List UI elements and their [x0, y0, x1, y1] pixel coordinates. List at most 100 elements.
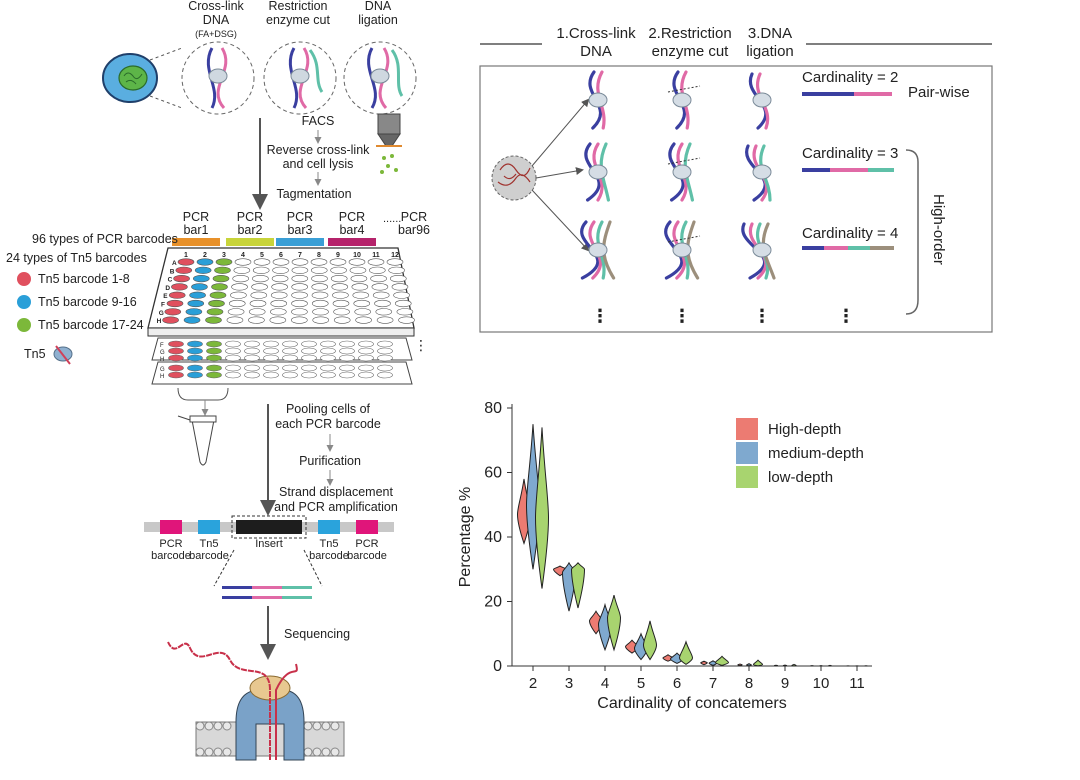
violin-low-depth-10: [827, 664, 833, 667]
step2-label-l2: enzyme cut: [266, 13, 330, 27]
step3-label-l1: DNA: [365, 0, 392, 13]
pairwise-label: Pair-wise: [908, 84, 970, 101]
plate-well: [270, 299, 288, 308]
cut-line: [667, 235, 701, 243]
plate-well: [291, 275, 309, 283]
back-well: [301, 347, 317, 355]
col-label: 11: [372, 252, 380, 259]
plate-well: [291, 283, 309, 291]
purification-label: Purification: [299, 454, 361, 468]
plate-well: [291, 258, 309, 266]
sequencing-label: Sequencing: [284, 627, 350, 641]
lipid-head: [222, 721, 232, 731]
cut-line: [667, 157, 701, 165]
pcr-types-label: 96 types of PCR barcodes: [32, 232, 178, 246]
row-label: G: [159, 310, 164, 317]
header-3-l1: 3.DNA: [748, 25, 792, 42]
step2-label-l1: Restriction: [268, 0, 327, 13]
pcr-bar-header: PCRbar1PCRbar2PCRbar3PCRbar4PCRbar96....…: [172, 210, 430, 246]
row-label: H: [157, 318, 162, 325]
back-well: [244, 371, 260, 379]
pcr-bar-sublabel-3: bar3: [287, 223, 312, 237]
back-well: [320, 347, 336, 355]
col-label: 2: [203, 252, 207, 259]
construct-label-2: Tn5: [200, 538, 219, 550]
cut-line: [667, 85, 701, 93]
header-1-l2: DNA: [580, 43, 612, 60]
pcr-bar-swatch-4: [328, 238, 376, 246]
back-well: [377, 371, 393, 379]
step3-label-l2: ligation: [358, 13, 398, 27]
back-well: [282, 347, 298, 355]
cardinality-3-label: Cardinality = 3: [802, 145, 898, 162]
facs-nozzle-icon: [376, 113, 402, 174]
protein-bead: [588, 242, 608, 258]
plate-well: [330, 266, 347, 274]
violin-medium-depth-8: [746, 663, 752, 667]
plate-well: [353, 299, 371, 308]
violin-low-depth-5: [642, 620, 658, 661]
plate-well: [355, 316, 372, 324]
col-label: 12: [391, 252, 399, 259]
plate-well: [333, 316, 351, 324]
lipid-head: [312, 747, 322, 757]
plate-well: [393, 291, 410, 299]
plate-well: [290, 316, 308, 324]
library-construct: [144, 515, 394, 539]
x-tick-label: 11: [849, 675, 865, 692]
back-well: [168, 364, 184, 372]
violin-High-depth-9: [773, 664, 779, 667]
lipid-head: [312, 721, 322, 731]
back-well: [320, 354, 336, 362]
back-well: [377, 364, 393, 372]
plate-well: [311, 291, 329, 299]
plate-well: [291, 308, 308, 316]
header-2-l2: enzyme cut: [652, 43, 730, 60]
lipid-head: [303, 721, 313, 731]
plate-well: [310, 258, 328, 266]
col-label: 3: [222, 252, 226, 259]
x-tick-label: 9: [781, 675, 789, 692]
back-row-label: H: [160, 374, 164, 380]
back-well: [339, 354, 355, 362]
step1-label-l2: DNA: [203, 13, 230, 27]
plate-well: [391, 283, 409, 291]
y-tick-label: 0: [493, 658, 502, 675]
plate-well: [171, 283, 188, 291]
back-well: [206, 340, 222, 348]
header-2-l1: 2.Restriction: [648, 25, 731, 42]
plate-well: [311, 283, 329, 291]
lipid-head: [204, 721, 214, 731]
pcr-bar-label-2: PCR: [237, 210, 263, 224]
panel-a: Cross-link DNA (FA+DSG) Restriction enzy…: [6, 0, 430, 761]
reverse-label-l1: Reverse cross-link: [267, 143, 371, 157]
back-well: [301, 371, 317, 379]
plate-well: [196, 258, 214, 266]
back-well: [320, 340, 336, 348]
plate-well: [376, 316, 394, 324]
pooling-label-l2: each PCR barcode: [275, 417, 381, 431]
plate-well: [208, 299, 225, 308]
lipid-head: [321, 721, 331, 731]
back-well: [244, 364, 260, 372]
col-label: 6: [279, 252, 283, 259]
plate-well: [250, 291, 268, 299]
back-well: [244, 347, 260, 355]
back-well: [187, 340, 203, 348]
back-well: [244, 354, 260, 362]
tube-icon: [177, 387, 229, 466]
plate-well: [189, 291, 206, 299]
back-well: [225, 354, 241, 362]
facs-label: FACS: [302, 114, 335, 128]
tn5-enzyme-icon: [53, 345, 73, 365]
concatemer-molecules: [580, 70, 776, 280]
plate-well: [330, 275, 348, 283]
back-well: [263, 371, 279, 379]
back-well: [168, 340, 184, 348]
back-well: [263, 347, 279, 355]
col-label: 5: [260, 252, 264, 259]
pcr-bar-sublabel-1: bar1: [183, 223, 208, 237]
pooling-label-l1: Pooling cells of: [286, 402, 371, 416]
plate-well: [177, 258, 195, 266]
